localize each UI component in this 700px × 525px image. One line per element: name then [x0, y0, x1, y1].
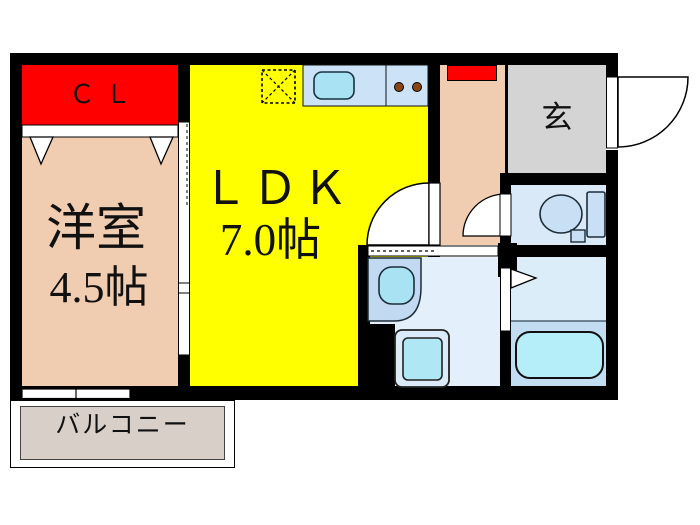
wall	[178, 355, 190, 400]
wall	[511, 245, 606, 257]
western-room-label: 洋室	[46, 200, 146, 256]
wall	[500, 257, 511, 400]
room-bathroom-lower	[511, 321, 606, 386]
wall	[10, 53, 22, 400]
closet-box	[22, 65, 178, 125]
closet-label: ＣＬ	[68, 80, 141, 109]
room-entrance	[508, 65, 606, 173]
wall	[428, 243, 440, 257]
room-toilet	[511, 185, 606, 245]
ldk-label: ＬＤＫ	[202, 163, 352, 214]
wall	[500, 173, 610, 185]
room-bathroom-upper	[511, 257, 606, 321]
wall	[606, 150, 618, 400]
wall	[358, 324, 395, 400]
wall	[606, 53, 618, 77]
wall	[500, 173, 511, 245]
ldk-size: 7.0帖	[219, 215, 322, 265]
water-heater-box	[447, 65, 497, 81]
balcony-label: バルコニー	[55, 412, 190, 439]
entrance-door-icon	[606, 76, 689, 149]
hallway	[440, 65, 505, 245]
western-room-size: 4.5帖	[49, 263, 149, 312]
entrance-label: 玄	[541, 100, 573, 135]
wall	[428, 53, 440, 183]
wall	[10, 53, 618, 65]
wall	[10, 386, 618, 400]
balcony-floor	[20, 406, 225, 460]
entrance-step-line	[505, 65, 508, 173]
wall	[178, 53, 190, 122]
